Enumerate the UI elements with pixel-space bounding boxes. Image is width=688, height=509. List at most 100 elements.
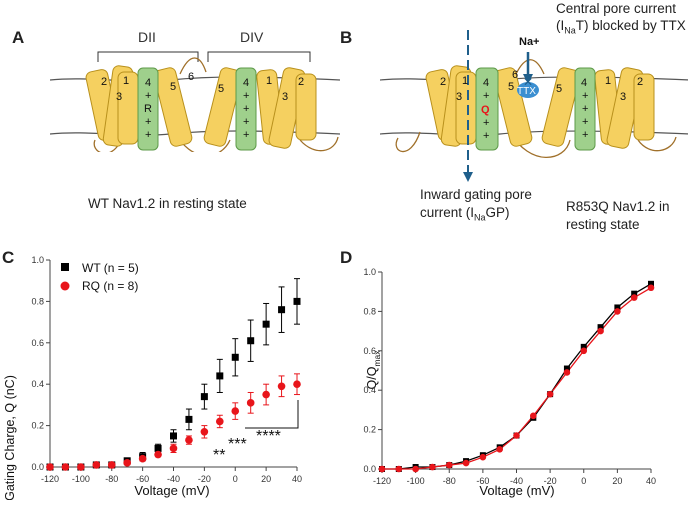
central-pore-line1: Central pore current xyxy=(556,1,677,16)
loop xyxy=(179,57,207,75)
data-point-wt xyxy=(563,365,570,372)
x-tick-label: -40 xyxy=(510,476,523,486)
data-point-rq xyxy=(597,327,604,335)
data-point-rq xyxy=(46,463,54,471)
segment-number: 4 xyxy=(145,77,151,89)
x-tick-label: 0 xyxy=(233,474,238,484)
data-point-rq xyxy=(630,294,638,301)
legend-label-wt: WT (n = 5) xyxy=(82,261,139,275)
data-point-rq xyxy=(563,369,571,376)
segment-number: 3 xyxy=(282,91,288,103)
data-point-rq xyxy=(462,459,470,467)
mutant-line2: resting state xyxy=(566,217,640,232)
s4-residue-label: R xyxy=(144,103,152,115)
data-point-rq xyxy=(231,407,240,415)
data-point-wt xyxy=(154,444,162,452)
y-tick-label: 0.8 xyxy=(31,296,44,306)
x-axis-label: Voltage (mV) xyxy=(479,483,554,498)
gating-charge-chart: Gating Charge, Q (nC) Voltage (mV) WT (n… xyxy=(3,255,302,500)
data-point-rq xyxy=(92,461,101,469)
x-tick-label: -60 xyxy=(476,476,489,486)
domain-label-div: DIV xyxy=(240,29,264,45)
gating-pore-line1: Inward gating pore xyxy=(420,187,532,202)
significance-mark: ** xyxy=(213,447,225,464)
segment-number: 3 xyxy=(620,91,626,103)
data-point-wt xyxy=(216,372,224,380)
central-pore-arrowhead xyxy=(523,74,533,84)
data-point-wt xyxy=(648,280,654,287)
data-point-rq xyxy=(185,436,193,444)
mutant-line1: R853Q Nav1.2 in xyxy=(566,199,670,214)
central-pore-line2: (INaT) blocked by TTX xyxy=(556,17,686,40)
central-pore-post: T) blocked by TTX xyxy=(575,18,686,33)
y-tick-label: 0.2 xyxy=(31,421,44,431)
data-point-rq xyxy=(107,461,116,469)
segment-number: 2 xyxy=(101,76,107,88)
segment-number: 6 xyxy=(512,69,518,81)
s4-charges-a: + R + + + + + + xyxy=(144,90,249,141)
segment-number: 2 xyxy=(637,76,643,88)
data-point-rq xyxy=(496,446,503,453)
loop xyxy=(299,136,339,152)
charge-plus: + xyxy=(145,116,151,128)
segment-number: 5 xyxy=(170,81,176,93)
data-point-rq xyxy=(138,454,147,463)
data-point-wt xyxy=(278,306,286,314)
data-point-rq xyxy=(169,444,178,453)
central-pore-sub: Na xyxy=(564,25,576,36)
panel-d-label: D xyxy=(340,248,353,267)
channel-diagram-a: DII DIV 2 1 3 4 5 6 5 4 1 2 3 + R + + xyxy=(50,29,340,152)
s4-helix-b-right xyxy=(574,67,596,151)
data-point-rq xyxy=(546,390,554,398)
charge-plus: + xyxy=(582,90,588,102)
gating-pore-pre: current (I xyxy=(420,205,475,220)
legend-marker-wt xyxy=(61,263,69,271)
domain-left-helices xyxy=(425,65,533,147)
x-tick-label: 40 xyxy=(646,476,656,486)
data-point-rq xyxy=(216,417,224,426)
data-point-rq xyxy=(395,465,403,473)
y-axis-label: Q/Qmax xyxy=(365,350,382,390)
charge-plus: + xyxy=(243,90,249,102)
segment-number: 1 xyxy=(266,75,272,87)
segment-numbers-b: 2 1 3 4 5 6 5 4 1 2 3 xyxy=(440,69,643,103)
y-tick-label: 0.4 xyxy=(363,385,376,395)
central-pore-pre: (I xyxy=(556,18,565,33)
y-tick-label: 0.8 xyxy=(363,306,376,316)
segment-number: 2 xyxy=(298,76,304,88)
segment-number: 3 xyxy=(116,91,122,103)
segment-number: 1 xyxy=(123,75,129,87)
data-point-wt xyxy=(185,415,193,423)
charge-plus: + xyxy=(243,129,249,141)
ttx-label: TTX xyxy=(517,86,536,97)
data-point-rq xyxy=(246,399,255,407)
legend: WT (n = 5) RQ (n = 8) xyxy=(60,261,139,293)
y-axis-label-main: Q/Q xyxy=(365,366,379,389)
segment-number: 3 xyxy=(456,91,462,103)
loop xyxy=(395,131,421,153)
data-point-rq xyxy=(123,459,131,467)
panel-b-label: B xyxy=(340,28,353,47)
segment-number: 5 xyxy=(556,83,562,95)
y-tick-label: 0.6 xyxy=(363,346,376,356)
charge-plus: + xyxy=(582,103,588,115)
data-point-rq xyxy=(530,412,537,420)
segment-numbers-a: 2 1 3 4 5 6 5 4 1 2 3 xyxy=(101,71,304,103)
y-tick-label: 0.6 xyxy=(31,338,44,348)
charge-plus: + xyxy=(483,130,489,142)
significance-mark: **** xyxy=(256,428,281,445)
charge-plus: + xyxy=(243,116,249,128)
x-tick-label: -40 xyxy=(167,474,180,484)
data-point-wt xyxy=(170,432,177,440)
y-tick-label: 1.0 xyxy=(363,267,376,277)
x-tick-label: -120 xyxy=(373,476,391,486)
domain-right-helices xyxy=(541,67,655,149)
x-axis-label: Voltage (mV) xyxy=(134,483,209,498)
data-point-rq xyxy=(154,450,162,459)
data-point-wt xyxy=(247,337,255,345)
channel-diagram-b: Na+ TTX ✕ 2 1 3 4 5 6 5 4 1 2 3 + Q + + … xyxy=(380,30,688,182)
data-point-rq xyxy=(61,463,70,471)
charge-plus: + xyxy=(483,117,489,129)
data-point-rq xyxy=(262,390,270,399)
central-pore-caption: Central pore current (INaT) blocked by T… xyxy=(556,0,686,40)
